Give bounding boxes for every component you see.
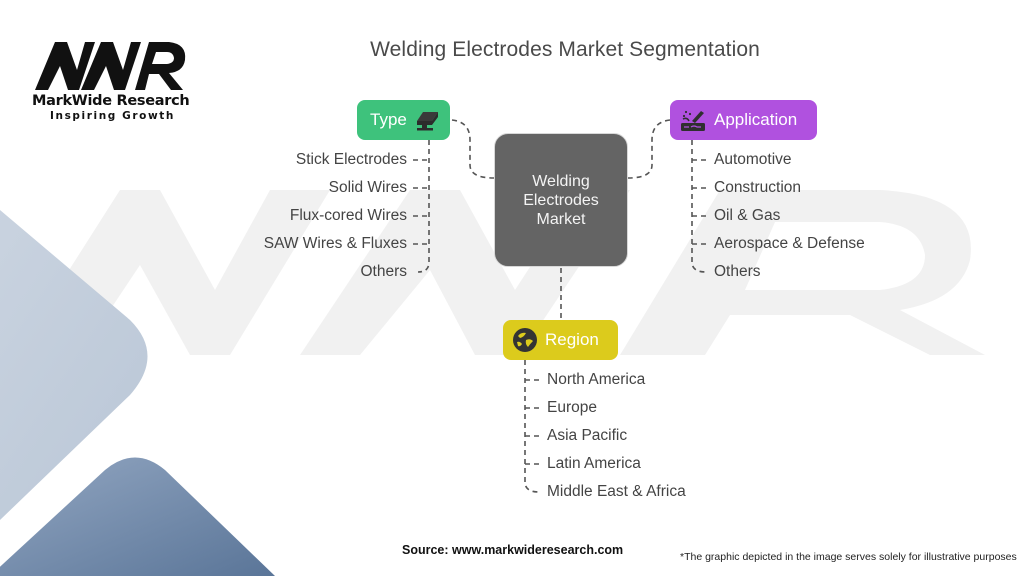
- welding-torch-icon: [680, 108, 706, 132]
- application-item: Oil & Gas: [714, 207, 781, 224]
- category-type-label: Type: [370, 110, 407, 129]
- logo-tagline: Inspiring Growth: [50, 110, 175, 122]
- disclaimer-note: *The graphic depicted in the image serve…: [680, 551, 1017, 563]
- center-node-label: Welding Electrodes Market: [523, 172, 599, 228]
- region-item: Asia Pacific: [547, 427, 628, 444]
- category-region-label: Region: [545, 330, 599, 349]
- region-item: Latin America: [547, 455, 641, 472]
- globe-icon: [512, 328, 538, 352]
- application-item: Aerospace & Defense: [714, 235, 865, 252]
- logo-name: MarkWide Research: [32, 93, 190, 109]
- electrode-block-icon: [414, 108, 440, 132]
- application-item: Others: [714, 263, 761, 280]
- type-item: Others: [360, 263, 407, 280]
- mwr-logo-icon: [35, 42, 186, 90]
- category-type: Type: [357, 100, 450, 140]
- region-item: Europe: [547, 399, 597, 416]
- application-item: Automotive: [714, 151, 792, 168]
- type-item: Flux-cored Wires: [289, 207, 407, 224]
- application-item: Construction: [714, 179, 802, 196]
- region-item: North America: [547, 371, 646, 388]
- type-item: Stick Electrodes: [295, 151, 407, 168]
- category-application: Application: [670, 100, 817, 140]
- type-item: Solid Wires: [328, 179, 407, 196]
- region-item: Middle East & Africa: [547, 483, 686, 500]
- source-link[interactable]: Source: www.markwideresearch.com: [402, 543, 624, 557]
- category-application-label: Application: [714, 110, 798, 129]
- category-region: Region: [503, 320, 618, 360]
- type-item: SAW Wires & Fluxes: [263, 235, 407, 252]
- center-node: Welding Electrodes Market: [494, 133, 628, 267]
- decor-shape-dark: [0, 457, 275, 576]
- page-title: Welding Electrodes Market Segmentation: [370, 38, 760, 61]
- decor-shape-light: [0, 210, 148, 520]
